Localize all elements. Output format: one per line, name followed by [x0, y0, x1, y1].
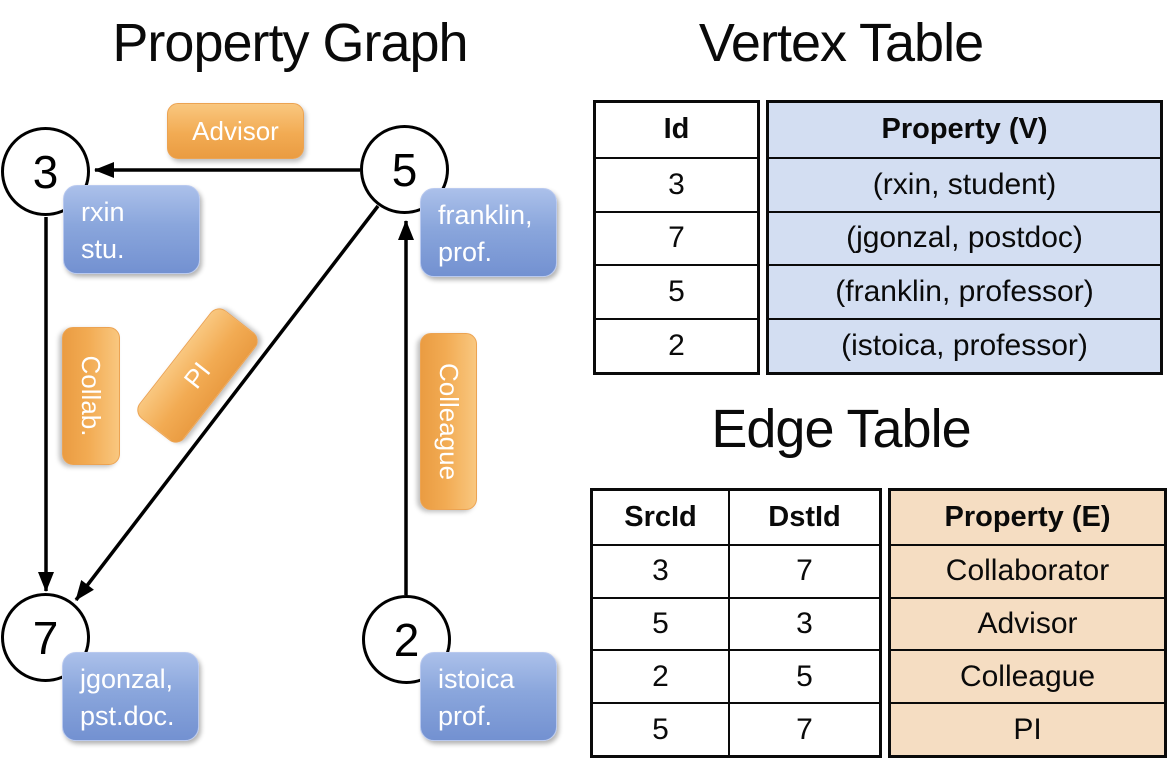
edge-table-dst-cell: 5	[728, 649, 879, 703]
edge-table-dst-header: DstId	[728, 491, 879, 544]
edge-table-dst-cell: 3	[728, 596, 879, 650]
edge-table-property-header: Property (E)	[944, 500, 1111, 533]
edge-table-title: Edge Table	[711, 399, 971, 459]
edge-table-property-cell: Advisor	[891, 596, 1164, 650]
edge-arrow-5-to-7-pi	[74, 204, 380, 602]
vertex-table-property-cell: (jgonzal, postdoc)	[769, 210, 1160, 265]
vertex-property-box-franklin: franklin, prof.	[420, 188, 557, 277]
vertex-property-line: stu.	[81, 234, 125, 264]
vertex-property-box-rxin: rxin stu.	[63, 185, 200, 274]
edge-table-src-cell: 2	[593, 649, 728, 702]
edge-table-id-columns: SrcId DstId 3 7 5 3 2 5 5 7	[590, 488, 882, 758]
vertex-table-id-cell: 3	[596, 156, 757, 211]
vertex-table-title: Vertex Table	[698, 13, 984, 73]
vertex-property-box-jgonzal: jgonzal, pst.doc.	[62, 652, 199, 741]
edge-table-property-cell: PI	[891, 702, 1164, 755]
edge-table-property-cell: Collaborator	[891, 543, 1164, 597]
vertex-table-property-cell: (rxin, student)	[769, 156, 1160, 211]
edge-label-advisor: Advisor	[167, 103, 304, 159]
vertex-property-line: istoica	[438, 664, 515, 694]
edge-table-property-cell: Colleague	[891, 649, 1164, 702]
edge-table-src-cell: 3	[593, 543, 728, 597]
vertex-property-line: prof.	[438, 701, 493, 731]
vertex-table-id-cell: 2	[596, 318, 757, 372]
edge-table-dst-cell: 7	[728, 702, 879, 755]
edge-label-colleague: Colleague	[420, 333, 477, 510]
vertex-table-id-header: Id	[663, 113, 690, 146]
vertex-property-line: prof.	[438, 237, 493, 267]
vertex-property-line: rxin	[81, 197, 125, 227]
edge-table-src-cell: 5	[593, 596, 728, 650]
vertex-table-id-column: Id 3 7 5 2	[593, 100, 760, 375]
vertex-property-box-istoica: istoica prof.	[420, 652, 557, 741]
vertex-property-line: jgonzal,	[80, 664, 174, 694]
vertex-table-id-cell: 5	[596, 264, 757, 318]
edge-table-src-header: SrcId	[624, 500, 697, 533]
edge-table-dst-cell: 7	[728, 543, 879, 597]
vertex-property-line: pst.doc.	[80, 701, 175, 731]
vertex-table-id-cell: 7	[596, 210, 757, 265]
vertex-property-line: franklin,	[438, 200, 533, 230]
edge-table-src-cell: 5	[593, 702, 728, 755]
vertex-table-property-cell: (franklin, professor)	[769, 264, 1160, 318]
vertex-table-property-header: Property (V)	[881, 113, 1048, 146]
vertex-table-property-cell: (istoica, professor)	[769, 318, 1160, 372]
edge-table-property-column: Property (E) Collaborator Advisor Collea…	[888, 488, 1167, 758]
edge-label-collab: Collab.	[62, 327, 120, 465]
property-graph-title: Property Graph	[112, 13, 468, 73]
vertex-table-property-column: Property (V) (rxin, student) (jgonzal, p…	[766, 100, 1163, 375]
graph-node-3: 3	[1, 127, 90, 216]
